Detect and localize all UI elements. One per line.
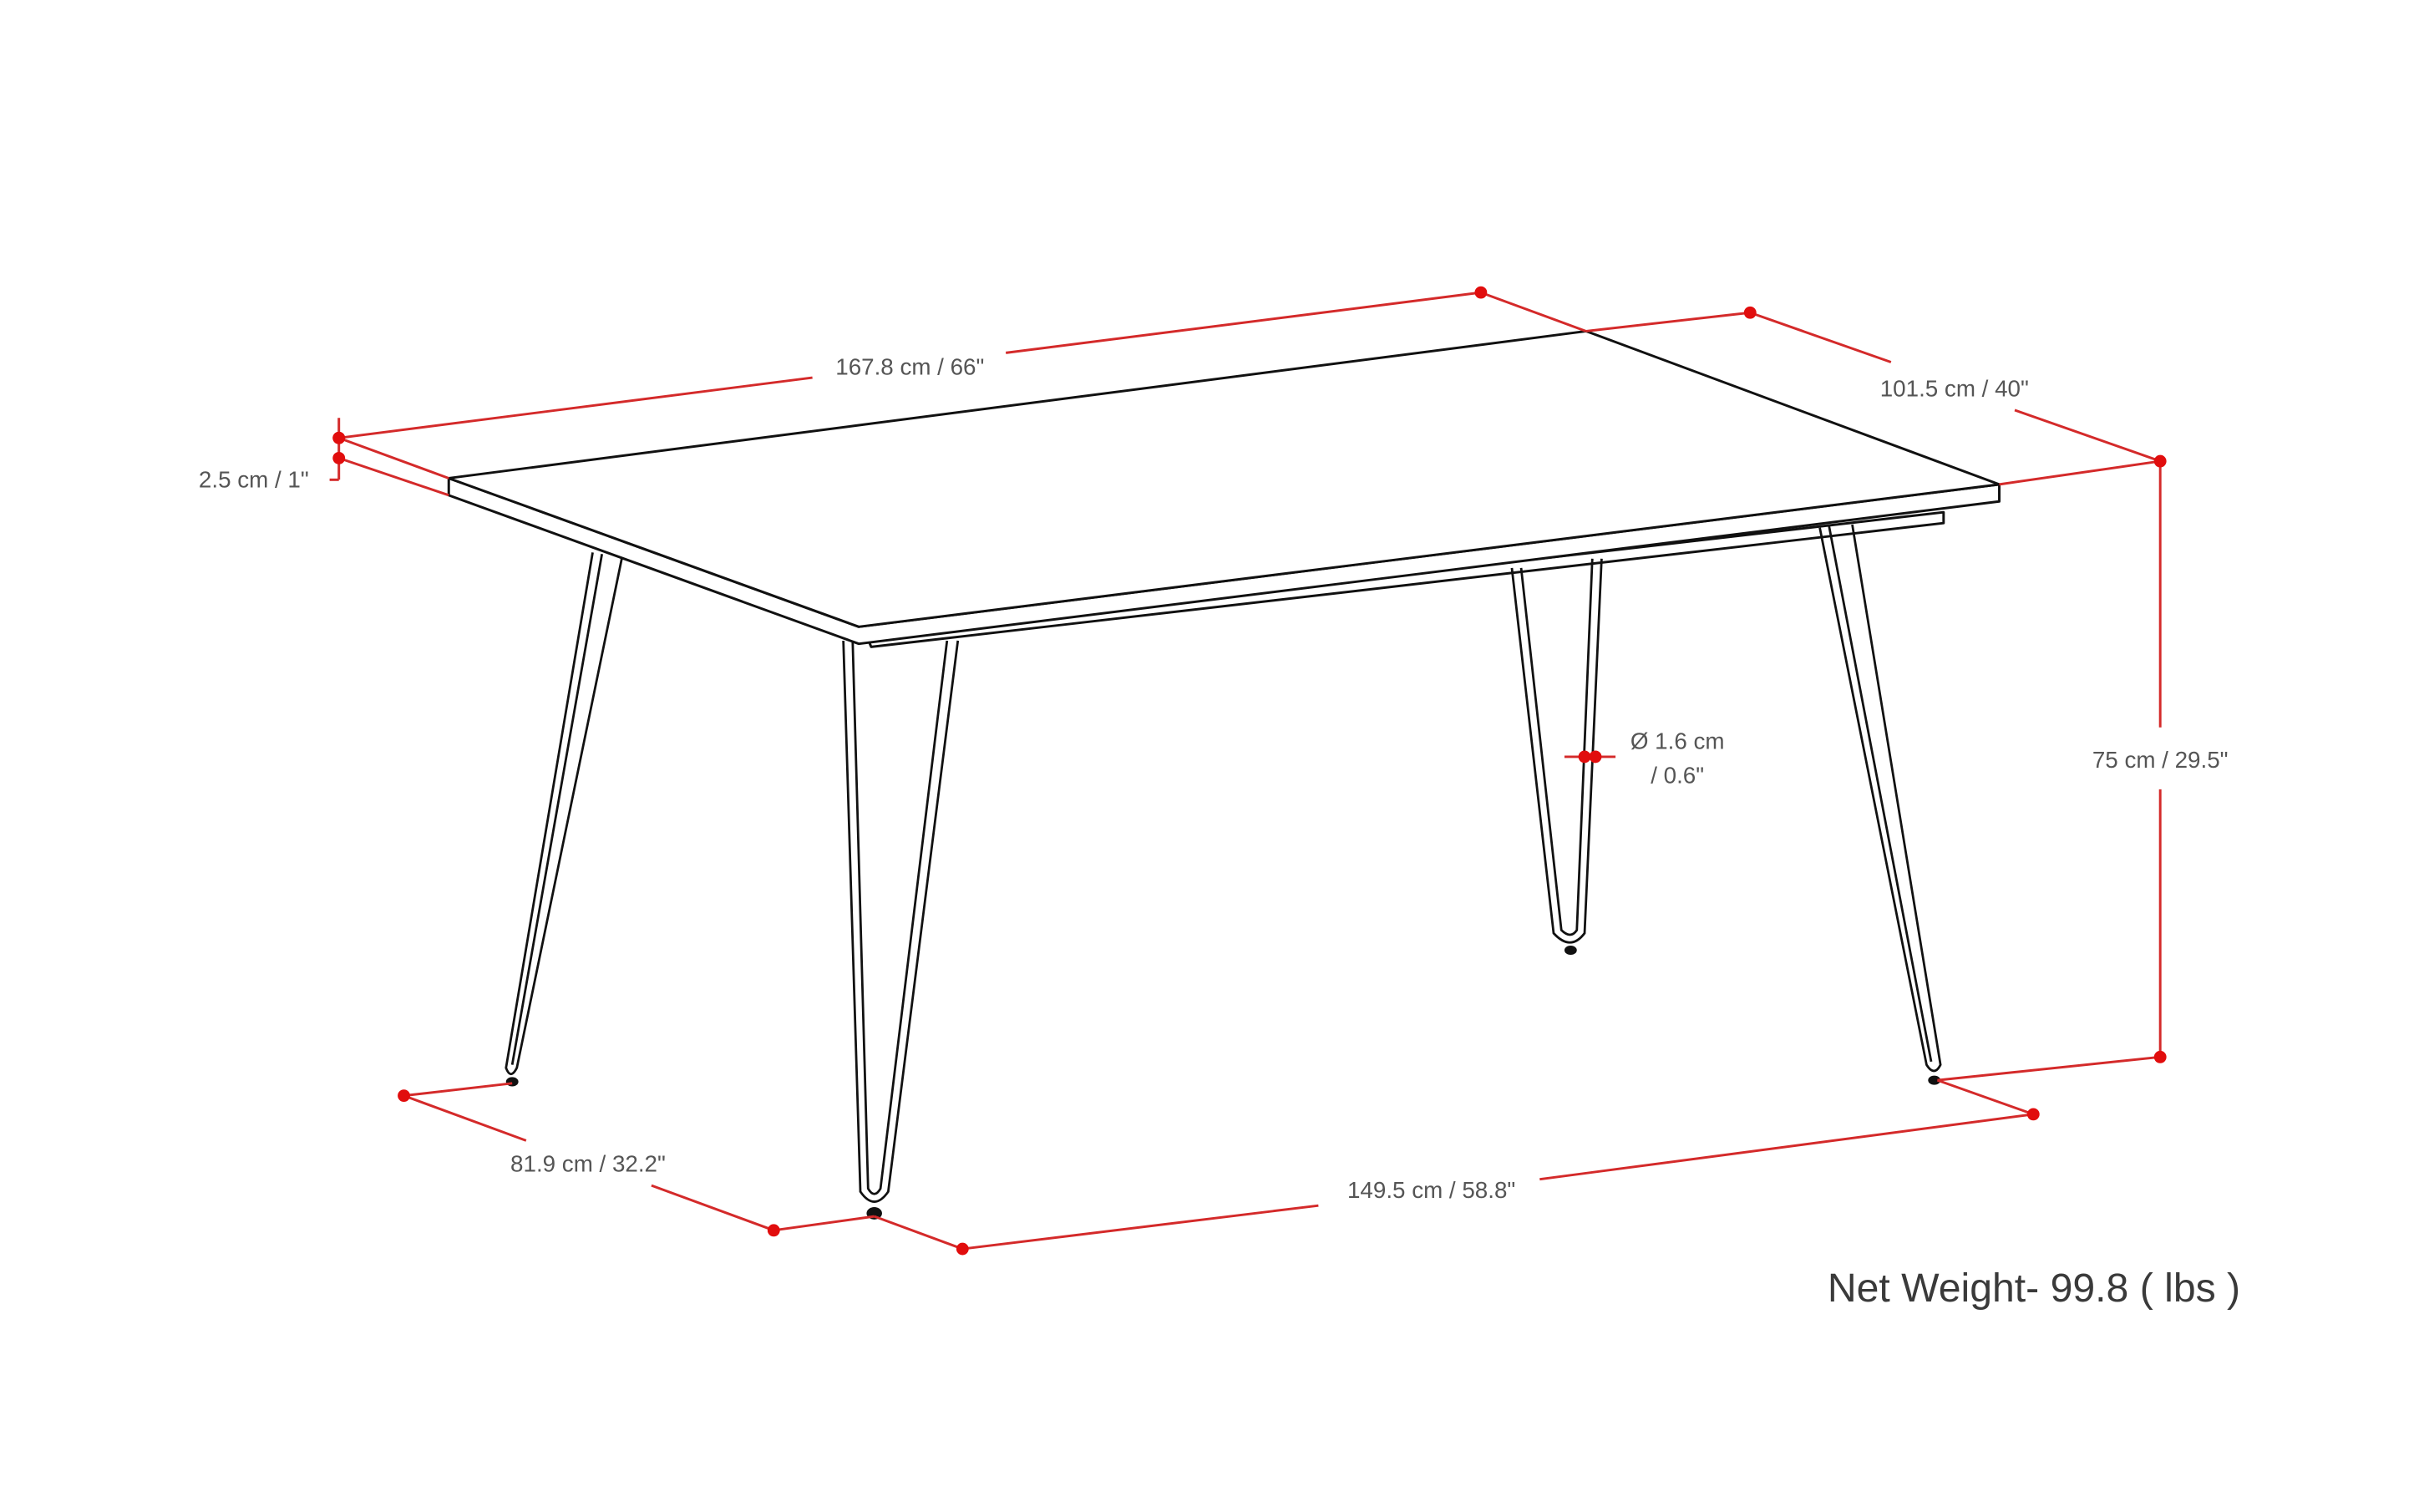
leg-span-depth-label: 81.9 cm / 32.2" xyxy=(510,1150,666,1176)
leg-diameter-label-line2: / 0.6" xyxy=(1651,762,1704,788)
dimension-leg-span-depth: 81.9 cm / 32.2" xyxy=(398,1082,875,1237)
dimension-length: 167.8 cm / 66" xyxy=(332,286,1587,444)
dimension-leg-diameter: Ø 1.6 cm / 0.6" xyxy=(1564,728,1725,788)
width-label: 101.5 cm / 40" xyxy=(1880,375,2029,401)
dimension-width: 101.5 cm / 40" xyxy=(1585,306,2161,463)
leg-front-right xyxy=(1818,524,1942,1085)
length-label: 167.8 cm / 66" xyxy=(835,353,984,379)
height-label: 75 cm / 29.5" xyxy=(2092,747,2229,773)
dimension-top-thickness: 2.5 cm / 1" xyxy=(199,418,449,497)
table-top xyxy=(447,329,2001,648)
leg-back-right xyxy=(1510,558,1603,956)
net-weight-label: Net Weight- 99.8 ( lbs ) xyxy=(1828,1266,2240,1311)
thickness-label: 2.5 cm / 1" xyxy=(199,467,309,493)
dimension-height: 75 cm / 29.5" xyxy=(1937,454,2229,1082)
leg-diameter-label-line1: Ø 1.6 cm xyxy=(1630,728,1725,754)
leg-front-left xyxy=(842,640,960,1220)
dimension-leg-span-length: 149.5 cm / 58.8" xyxy=(874,1078,2040,1256)
leg-back-left xyxy=(505,552,624,1087)
leg-span-length-label: 149.5 cm / 58.8" xyxy=(1347,1177,1515,1203)
